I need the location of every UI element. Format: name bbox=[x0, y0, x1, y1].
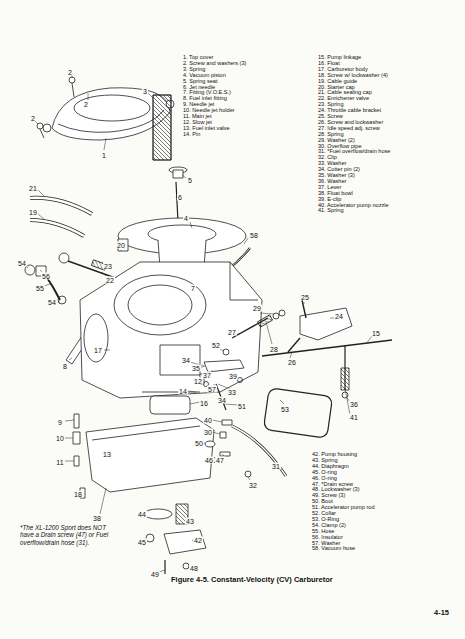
callout-number: 7 bbox=[190, 285, 196, 292]
callout-number: 5 bbox=[187, 177, 193, 184]
callout-number: 47 bbox=[215, 457, 225, 464]
callout-number: 3 bbox=[142, 88, 148, 95]
callout-number: 49 bbox=[150, 571, 160, 578]
page-number: 4-15 bbox=[434, 608, 449, 617]
callout-number: 4 bbox=[183, 215, 189, 222]
callout-number: 55 bbox=[35, 285, 45, 292]
callout-number: 43 bbox=[185, 518, 195, 525]
callout-number: 42 bbox=[193, 537, 203, 544]
callout-number: 37 bbox=[202, 372, 212, 379]
callout-number: 39 bbox=[228, 373, 238, 380]
callout-number: 36 bbox=[349, 401, 359, 408]
callout-number: 16 bbox=[199, 400, 209, 407]
callout-number: 19 bbox=[28, 209, 38, 216]
callout-number: 58 bbox=[249, 232, 259, 239]
callout-number: 25 bbox=[300, 294, 310, 301]
callout-number: 50 bbox=[194, 440, 204, 447]
callout-number: 8 bbox=[62, 363, 68, 370]
callout-number: 1 bbox=[101, 152, 107, 159]
callout-number: 44 bbox=[137, 511, 147, 518]
callout-number: 41 bbox=[349, 414, 359, 421]
parts-list-item: 14. Pin bbox=[183, 132, 200, 138]
callout-number: 2 bbox=[67, 69, 73, 76]
callout-number: 46 bbox=[204, 457, 214, 464]
callout-number: 52 bbox=[211, 342, 221, 349]
parts-list-item: 58. Vacuum hose bbox=[312, 546, 355, 552]
callout-number: 48 bbox=[189, 565, 199, 572]
callout-number: 56 bbox=[41, 273, 51, 280]
callout-number: 57 bbox=[207, 386, 217, 393]
callout-number: 24 bbox=[334, 313, 344, 320]
callout-number: 6 bbox=[177, 194, 183, 201]
callout-number: 26 bbox=[287, 359, 297, 366]
callout-number: 51 bbox=[237, 403, 247, 410]
callout-number: 29 bbox=[252, 305, 262, 312]
callout-number: 13 bbox=[102, 451, 112, 458]
callout-number: 40 bbox=[203, 417, 213, 424]
callout-number: 35 bbox=[191, 365, 201, 372]
callout-number: 23 bbox=[103, 263, 113, 270]
callout-number: 30 bbox=[203, 429, 213, 436]
callout-number: 54 bbox=[47, 299, 57, 306]
callout-number: 54 bbox=[17, 260, 27, 267]
callout-number: 12 bbox=[193, 378, 203, 385]
callout-number: 10 bbox=[55, 435, 65, 442]
figure-caption: Figure 4-5. Constant-Velocity (CV) Carbu… bbox=[171, 575, 333, 584]
callout-number: 28 bbox=[269, 346, 279, 353]
callout-number: 34 bbox=[181, 357, 191, 364]
callout-number: 33 bbox=[227, 389, 237, 396]
callout-number: 2 bbox=[83, 101, 89, 108]
callout-number: 18 bbox=[73, 491, 83, 498]
callout-number: 31 bbox=[271, 463, 281, 470]
callout-number: 20 bbox=[116, 242, 126, 249]
callout-number: 38 bbox=[92, 515, 102, 522]
callout-number: 11 bbox=[55, 459, 64, 466]
callout-number: 17 bbox=[93, 347, 103, 354]
callout-number: 15 bbox=[371, 330, 381, 337]
callout-number: 34 bbox=[217, 397, 227, 404]
parts-list-item: 41. Spring bbox=[318, 208, 344, 214]
callout-number: 27 bbox=[227, 329, 237, 336]
callout-number: 22 bbox=[105, 277, 115, 284]
callout-number: 32 bbox=[248, 482, 258, 489]
callout-number: 2 bbox=[30, 115, 36, 122]
callout-number: 21 bbox=[28, 185, 38, 192]
callout-number: 45 bbox=[137, 539, 147, 546]
footnote: *The XL-1200 Sport does NOT have a Drain… bbox=[20, 524, 112, 546]
callout-number: 14 bbox=[178, 388, 188, 395]
callout-number: 53 bbox=[280, 406, 290, 413]
callout-number: 9 bbox=[57, 419, 63, 426]
